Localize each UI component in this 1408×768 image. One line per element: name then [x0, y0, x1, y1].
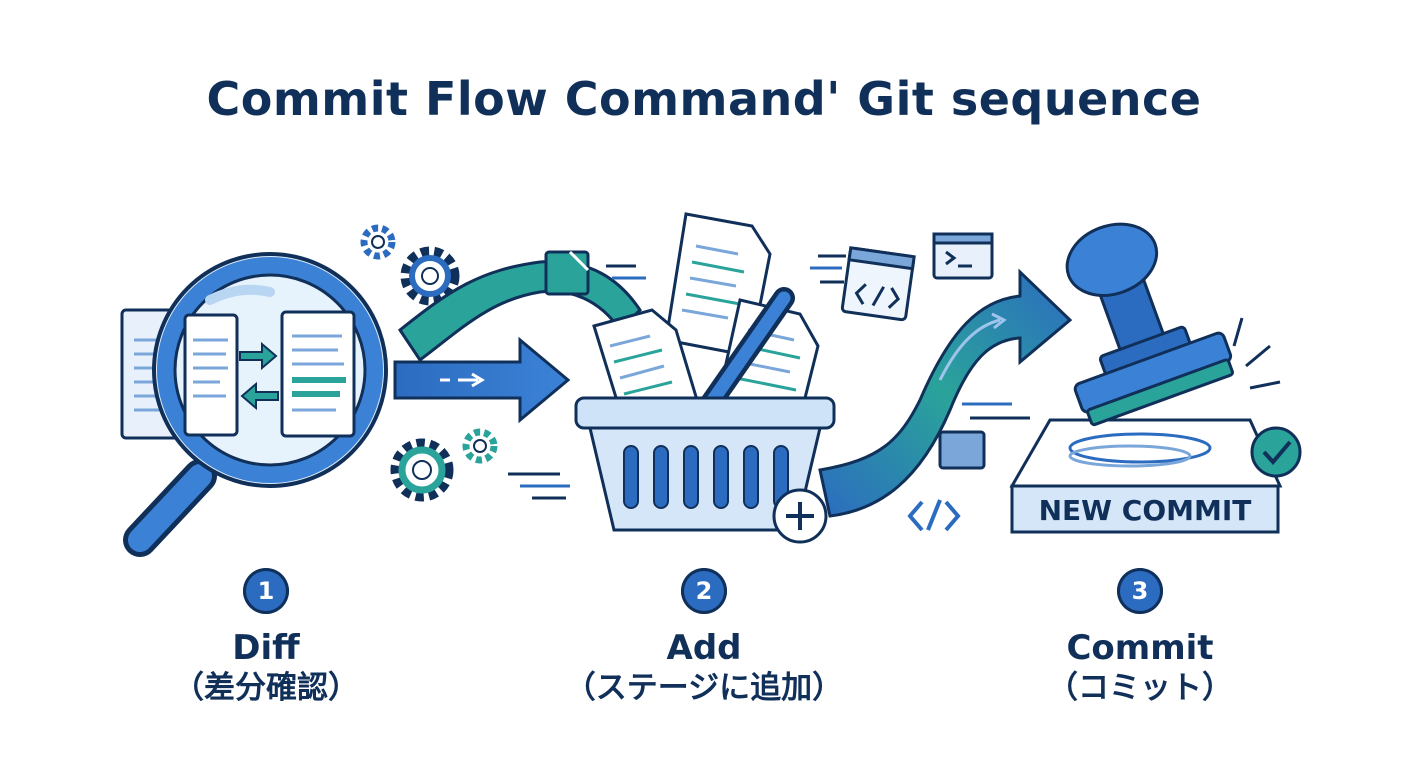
code-window-icon	[840, 246, 916, 322]
terminal-icon	[932, 232, 994, 280]
gear-icon	[360, 224, 396, 260]
step-commit: 3 Commit （コミット）	[950, 568, 1330, 708]
code-window-icon	[907, 499, 961, 532]
plus-icon	[772, 488, 828, 544]
step-name: Add	[666, 628, 742, 668]
gear-icon	[390, 438, 454, 502]
step-subtitle: （差分確認）	[173, 670, 359, 706]
step-add: 2 Add （ステージに追加）	[514, 568, 894, 708]
add-illustration	[508, 212, 1030, 544]
step-number-badge: 1	[243, 568, 289, 614]
stamp-label-box	[1010, 484, 1280, 534]
commit-illustration: NEW COMMIT	[1009, 222, 1302, 534]
flow-arrow-icon	[818, 268, 1073, 518]
step-subtitle: （ステージに追加）	[564, 670, 844, 706]
gear-icon	[462, 428, 498, 464]
step-subtitle: （コミット）	[1047, 670, 1233, 706]
check-icon	[1250, 426, 1302, 478]
magnifier-icon	[123, 252, 388, 557]
step-name: Diff	[232, 628, 300, 668]
basket-icon	[574, 287, 836, 532]
document-icon	[938, 430, 986, 470]
rubber-stamp-icon	[1065, 222, 1234, 427]
diff-illustration	[120, 224, 498, 557]
step-number-badge: 2	[681, 568, 727, 614]
diagram-title: Commit Flow Command' Git sequence	[206, 72, 1202, 126]
gear-icon	[400, 246, 460, 306]
step-diff: 1 Diff （差分確認）	[76, 568, 456, 708]
document-icon	[544, 250, 590, 296]
step-number-badge: 3	[1117, 568, 1163, 614]
step-name: Commit	[1066, 628, 1214, 668]
stamp-label: NEW COMMIT	[1039, 494, 1252, 527]
